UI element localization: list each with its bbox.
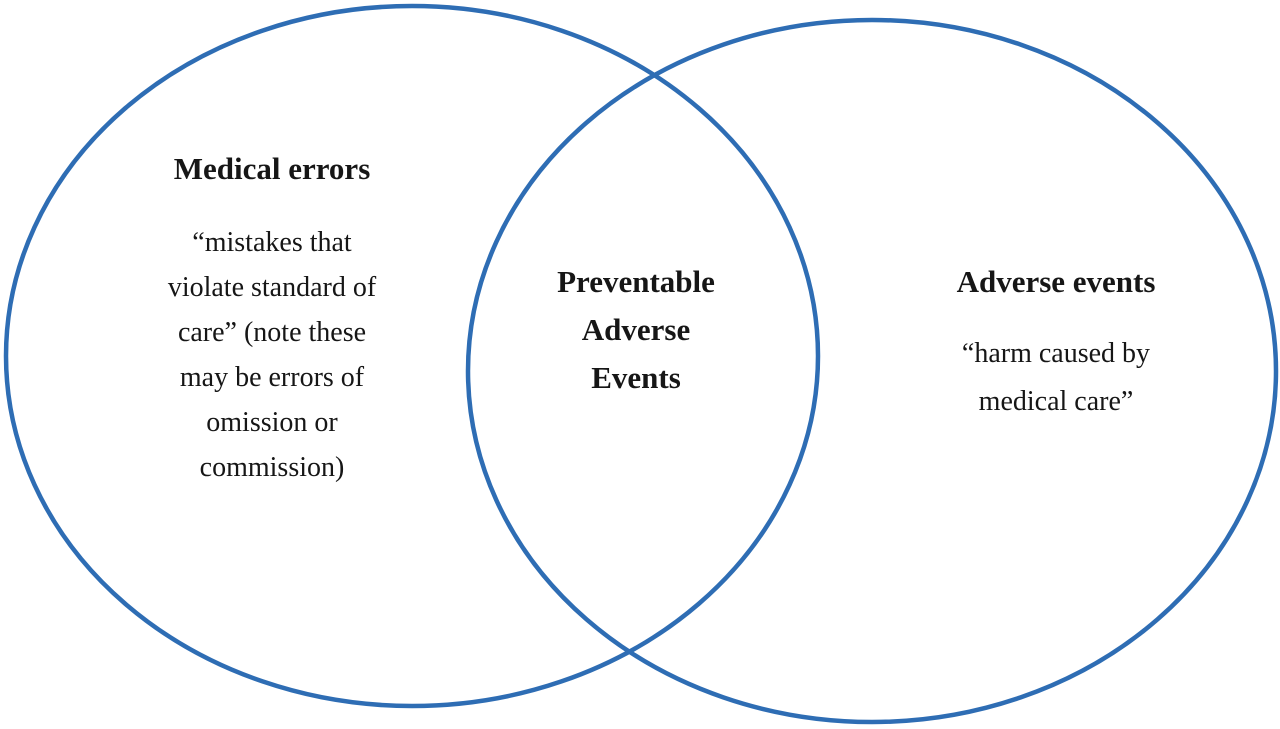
- left-circle-outline: [3, 3, 821, 709]
- right-circle-description: “harm caused by medical care”: [961, 338, 1151, 417]
- right-circle-title: Adverse events: [956, 264, 1156, 299]
- left-circle-title: Medical errors: [173, 151, 371, 186]
- right-circle-outline: [465, 17, 1279, 725]
- left-circle-description: “mistakes that violate standard of care”…: [167, 227, 377, 483]
- intersection-label: Preventable Adverse Events: [557, 264, 715, 395]
